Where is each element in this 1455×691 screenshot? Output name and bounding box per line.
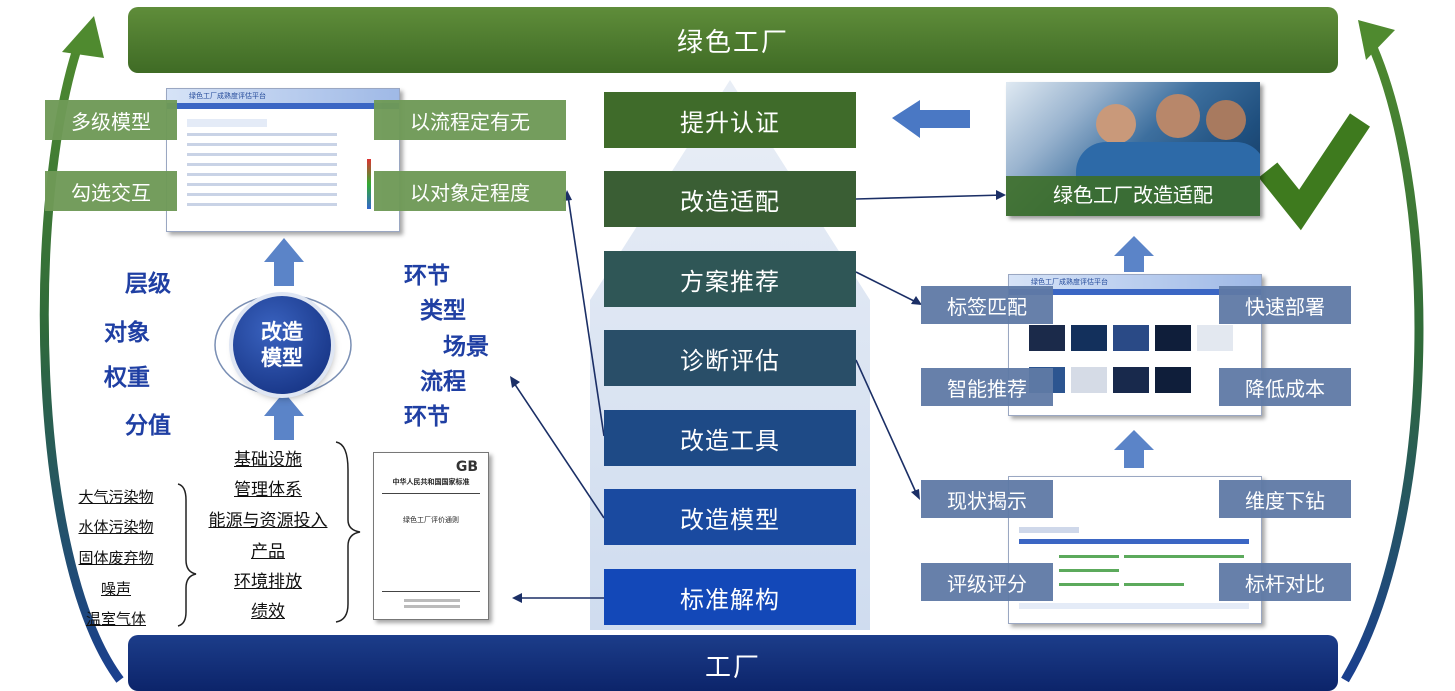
- step-certification: 提升认证: [604, 92, 856, 148]
- label-status-reveal: 现状揭示: [921, 480, 1053, 518]
- gb-title: 中华人民共和国国家标准: [392, 478, 470, 486]
- left-brace-categories: [177, 483, 197, 627]
- platform-title-2: 绿色工厂成熟度评估平台: [1009, 275, 1261, 289]
- right-cycle-arc: [1341, 27, 1424, 683]
- label-cost-reduction: 降低成本: [1219, 368, 1351, 406]
- dim-level: 层级: [125, 271, 171, 297]
- left-cycle-arrowhead: [62, 16, 104, 58]
- model-circle: 改造 模型: [233, 296, 331, 394]
- pollutant-ghg: 温室气体: [85, 610, 146, 628]
- label-drill-down: 维度下钻: [1219, 480, 1351, 518]
- label-object-degree: 以对象定程度: [374, 171, 566, 211]
- pollutant-noise: 噪声: [100, 580, 131, 598]
- category-infrastructure: 基础设施: [234, 450, 302, 470]
- gb-doc-title: 绿色工厂评价通则: [403, 516, 459, 524]
- pollutant-water: 水体污染物: [78, 518, 154, 536]
- step-diagnosis: 诊断评估: [604, 330, 856, 386]
- check-icon: [1258, 113, 1370, 231]
- model-screen-mock: 绿色工厂成熟度评估平台: [166, 88, 400, 232]
- up-arrow-4: [1114, 430, 1154, 468]
- pollutant-air: 大气污染物: [78, 488, 154, 506]
- label-multilevel-model: 多级模型: [45, 100, 177, 140]
- dim-weight: 权重: [104, 365, 150, 391]
- up-arrow-3: [1114, 236, 1154, 272]
- step-tools: 改造工具: [604, 410, 856, 466]
- step-model: 改造模型: [604, 489, 856, 545]
- banner-factory: 工厂: [128, 635, 1338, 691]
- dim-score: 分值: [125, 413, 171, 439]
- gb-logo: GB: [455, 459, 478, 475]
- step-recommendation: 方案推荐: [604, 251, 856, 307]
- dim-object: 对象: [104, 320, 150, 346]
- step-adaptation: 改造适配: [604, 171, 856, 227]
- dim-scene: 场景: [443, 334, 489, 360]
- dim-process: 流程: [420, 369, 466, 395]
- right-cycle-arrowhead: [1358, 20, 1395, 60]
- model-orbit: [214, 294, 352, 396]
- label-rating-score: 评级评分: [921, 563, 1053, 601]
- label-fast-deploy: 快速部署: [1219, 286, 1351, 324]
- dim-type: 类型: [420, 298, 466, 324]
- factory-workers-photo: 绿色工厂改造适配: [1006, 82, 1260, 216]
- dim-link-1: 环节: [404, 263, 450, 289]
- label-checkbox-interaction: 勾选交互: [45, 171, 177, 211]
- model-circle-text: 改造 模型: [261, 320, 303, 370]
- dim-link-2: 环节: [404, 404, 450, 430]
- category-management: 管理体系: [234, 480, 302, 500]
- gb-standard-document: GB 中华人民共和国国家标准 绿色工厂评价通则: [373, 452, 489, 620]
- category-product: 产品: [251, 542, 285, 562]
- category-energy-resources: 能源与资源投入: [208, 511, 328, 531]
- left-block-arrow: [892, 100, 970, 138]
- photo-caption: [1006, 176, 1260, 216]
- pollutant-solid: 固体废弃物: [78, 549, 154, 567]
- connector-arrows: [511, 194, 1005, 599]
- label-tag-matching: 标签匹配: [921, 286, 1053, 324]
- label-smart-recommend: 智能推荐: [921, 368, 1053, 406]
- right-brace-categories: [335, 441, 361, 623]
- banner-green-factory: 绿色工厂: [128, 7, 1338, 73]
- step-standard: 标准解构: [604, 569, 856, 625]
- category-emission: 环境排放: [234, 572, 302, 592]
- category-performance: 绩效: [251, 602, 285, 622]
- photo-caption-text: 绿色工厂改造适配: [1053, 183, 1213, 207]
- platform-title: 绿色工厂成熟度评估平台: [167, 89, 399, 103]
- label-process-presence: 以流程定有无: [374, 100, 566, 140]
- up-arrow-2: [264, 392, 304, 440]
- label-benchmark: 标杆对比: [1219, 563, 1351, 601]
- up-arrow-1: [264, 238, 304, 286]
